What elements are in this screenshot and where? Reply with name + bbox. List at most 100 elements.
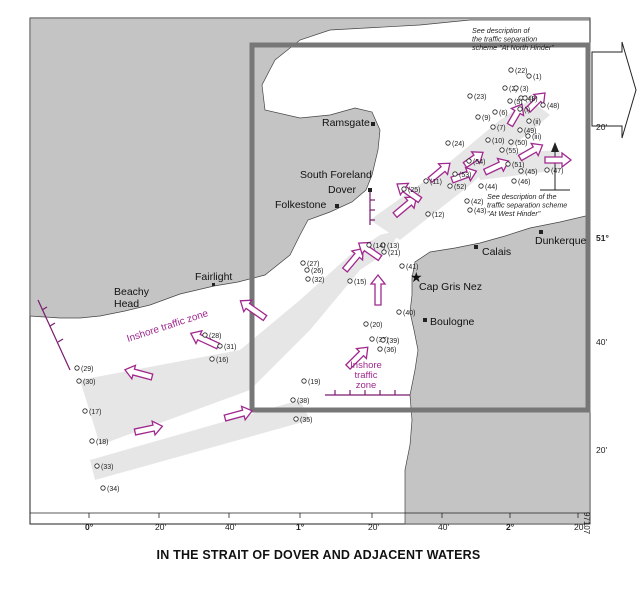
text-line: Head xyxy=(114,298,139,310)
buoy-icon xyxy=(423,178,429,184)
buoy-label: (11) xyxy=(430,179,442,186)
buoy: (13) xyxy=(380,242,399,250)
buoy: (31) xyxy=(217,343,236,351)
buoy-icon xyxy=(475,114,481,120)
buoy-label: (iii) xyxy=(532,134,541,141)
buoy-label: (35) xyxy=(300,417,312,424)
buoy-icon xyxy=(304,267,310,273)
lat-label: 20' xyxy=(596,445,607,455)
buoy-icon xyxy=(492,109,498,115)
label-cap-gris-nez: Cap Gris Nez xyxy=(419,281,482,293)
buoy-icon xyxy=(399,263,405,269)
buoy: (iii) xyxy=(525,133,541,141)
buoy-label: (22) xyxy=(515,68,527,75)
buoy-label: (6) xyxy=(499,110,508,117)
buoy: (28) xyxy=(202,332,221,340)
text-line: traffic xyxy=(354,370,377,381)
traffic-direction-arrow-icon xyxy=(344,346,369,371)
buoy-label: (34) xyxy=(107,486,119,493)
buoy: (i) xyxy=(517,106,530,114)
text-line: the traffic separation xyxy=(472,35,537,44)
buoy: (12) xyxy=(425,211,444,219)
buoy: (10) xyxy=(485,137,504,145)
longitude-labels: 0°20'40'1°20'40'2°20' xyxy=(85,513,585,532)
buoy-label: (49) xyxy=(524,128,536,135)
lat-label: 40' xyxy=(596,337,607,347)
buoy-label: (12) xyxy=(432,212,444,219)
buoy-label: (46) xyxy=(518,179,530,186)
buoy-label: (13) xyxy=(387,243,399,250)
label-calais: Calais xyxy=(482,246,511,258)
text-line: zone xyxy=(356,380,377,391)
buoy-label: (41) xyxy=(406,264,418,271)
buoy-icon xyxy=(522,95,528,101)
buoy-label: (20) xyxy=(370,322,382,329)
buoy-icon xyxy=(478,183,484,189)
buoy: (1) xyxy=(526,73,542,81)
buoy-label: (19) xyxy=(308,379,320,386)
buoy-label: (42) xyxy=(471,199,483,206)
buoy: (18) xyxy=(89,438,108,446)
buoy-icon xyxy=(508,139,514,145)
buoy-icon xyxy=(202,332,208,338)
buoy-label: (ii) xyxy=(533,119,541,126)
lon-label: 40' xyxy=(225,522,236,532)
buoy-label: (18) xyxy=(96,439,108,446)
buoy-icon xyxy=(300,260,306,266)
text-line: See description of the xyxy=(487,192,557,201)
buoy-icon xyxy=(485,137,491,143)
france-landmass xyxy=(404,214,591,525)
buoy: (24) xyxy=(445,140,464,148)
buoy-markers: (1)(2)(3)(4)(5)(6)(7)(8)(9)(10)(11)(12)(… xyxy=(74,67,563,493)
buoy-icon xyxy=(425,211,431,217)
buoy-label: (30) xyxy=(83,379,95,386)
continuation-arrow xyxy=(591,41,637,139)
buoy: (9) xyxy=(475,114,491,122)
text-line: See description of xyxy=(472,26,531,35)
buoy: (16) xyxy=(209,356,228,364)
lon-label: 1° xyxy=(296,522,305,532)
buoy-icon xyxy=(517,127,523,133)
buoy-icon xyxy=(82,408,88,414)
buoy: (33) xyxy=(94,463,113,471)
buoy: (43) xyxy=(467,207,486,215)
label-ramsgate: Ramsgate xyxy=(322,117,370,129)
buoy-label: (1) xyxy=(533,74,542,81)
text-line: traffic separation scheme xyxy=(487,201,567,210)
traffic-direction-arrow-icon xyxy=(369,273,387,306)
buoy: (ii) xyxy=(526,118,541,126)
buoy-label: (15) xyxy=(354,279,366,286)
label-folkestone: Folkestone xyxy=(275,199,327,211)
buoy-icon xyxy=(464,198,470,204)
buoy-icon xyxy=(290,397,296,403)
buoy: (50) xyxy=(508,139,527,147)
buoy-label: (36) xyxy=(384,347,396,354)
buoy-icon xyxy=(517,106,523,112)
traffic-direction-arrow-icon xyxy=(392,196,418,219)
buoy: (19) xyxy=(301,378,320,386)
buoy-icon xyxy=(518,168,524,174)
traffic-direction-arrow-icon xyxy=(341,247,364,273)
buoy: (7) xyxy=(490,124,506,132)
buoy: (32) xyxy=(305,276,324,284)
buoy-label: (43) xyxy=(474,208,486,215)
buoy-icon xyxy=(467,93,473,99)
buoy-label: (31) xyxy=(224,344,236,351)
buoy-icon xyxy=(366,242,372,248)
buoy-icon xyxy=(507,98,513,104)
buoy-label: (23) xyxy=(474,94,486,101)
lon-label: 0° xyxy=(85,522,94,532)
buoy-label: (i) xyxy=(524,107,530,114)
traffic-direction-arrow-icon xyxy=(189,329,221,350)
buoy: (47) xyxy=(544,167,563,175)
buoy: (26) xyxy=(304,267,323,275)
buoy: (6) xyxy=(492,109,508,117)
buoy-icon xyxy=(544,167,550,173)
buoy-label: (53) xyxy=(459,172,471,179)
buoy: (5) xyxy=(507,98,523,106)
buoy: (36) xyxy=(377,346,396,354)
buoy-icon xyxy=(209,356,215,362)
buoy: (25) xyxy=(401,186,420,194)
